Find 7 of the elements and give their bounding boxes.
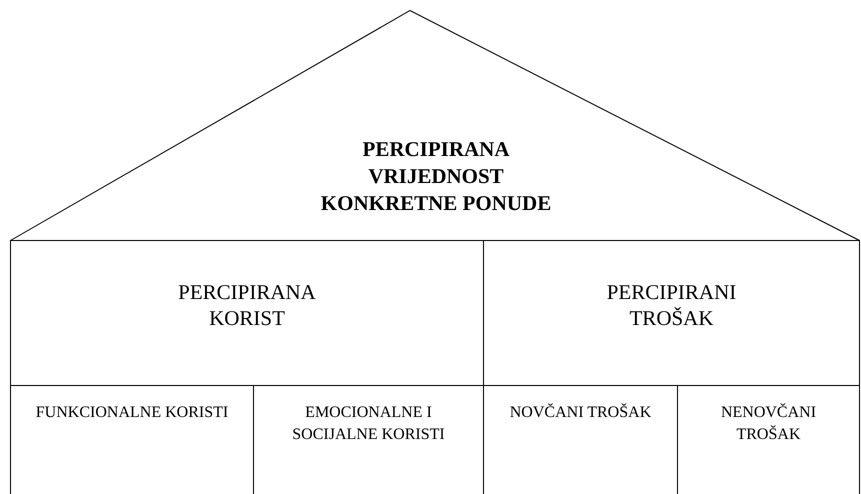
subcategory-box: EMOCIONALNE I SOCIJALNE KORISTI	[253, 385, 483, 494]
category-box: PERCIPIRANA KORIST	[10, 240, 483, 385]
category-box: PERCIPIRANI TROŠAK	[483, 240, 860, 385]
subcategory-box: NENOVČANI TROŠAK	[677, 385, 860, 494]
roof-title: PERCIPIRANA VRIJEDNOST KONKRETNE PONUDE	[320, 136, 552, 217]
subcategory-box: NOVČANI TROŠAK	[483, 385, 677, 494]
subcategory-box: FUNKCIONALNE KORISTI	[10, 385, 253, 494]
